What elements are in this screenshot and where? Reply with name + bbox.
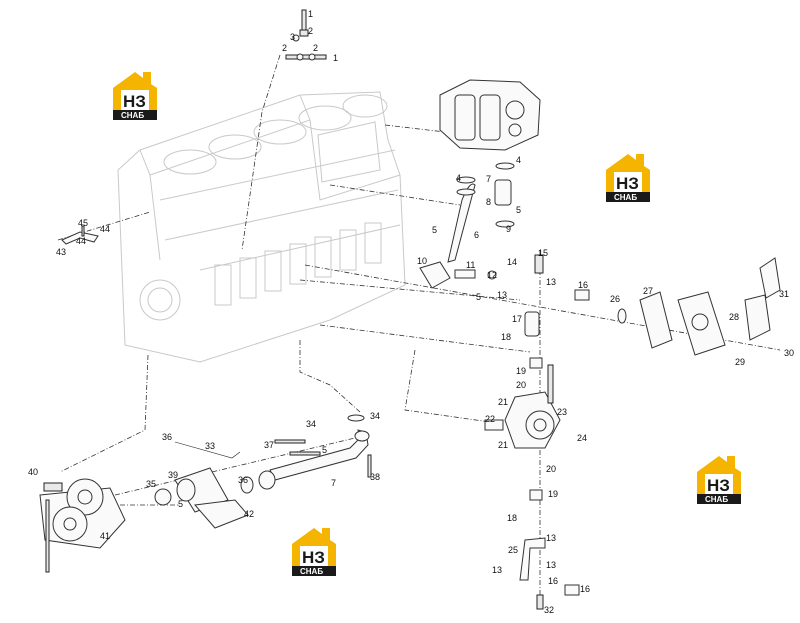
callout-labels: 1 2 3 2 2 1 4 7 4 8 5 5 6 9 45 44 44 43 …	[28, 9, 794, 615]
logo-caption: СНАБ	[705, 495, 728, 504]
flange-10	[419, 254, 590, 301]
callout: 16	[578, 280, 588, 290]
logo-left: НЗ СНАБ	[113, 72, 157, 120]
callout: 34	[306, 419, 316, 429]
oil-pump	[484, 311, 580, 610]
callout: 13	[546, 533, 556, 543]
logo-caption: СНАБ	[300, 567, 323, 576]
callout: 30	[784, 348, 794, 358]
callout: 2	[282, 43, 287, 53]
logo-bottom-right: НЗ СНАБ	[697, 456, 741, 504]
callout: 13	[492, 565, 502, 575]
callout: 24	[577, 433, 587, 443]
callout: 14	[507, 257, 517, 267]
callout: 35	[146, 479, 156, 489]
logo-mark: НЗ	[302, 548, 325, 567]
logo-top-right: НЗ СНАБ	[606, 154, 650, 202]
callout: 28	[729, 312, 739, 322]
callout: 7	[331, 478, 336, 488]
callout: 31	[779, 289, 789, 299]
callout: 42	[244, 509, 254, 519]
callout: 9	[506, 224, 511, 234]
callout: 18	[501, 332, 511, 342]
callout: 5	[432, 225, 437, 235]
callout: 13	[546, 277, 556, 287]
top-bolt-assembly	[285, 9, 327, 61]
assembly-lines	[57, 54, 781, 610]
callout: 11	[466, 260, 475, 270]
callout: 38	[370, 472, 380, 482]
logo-bottom-center: НЗ СНАБ	[292, 528, 336, 576]
callout: 27	[643, 286, 653, 296]
callout: 5	[322, 445, 327, 455]
callout: 29	[735, 357, 745, 367]
engine-block	[117, 91, 406, 363]
callout: 1	[308, 9, 313, 19]
oil-tube-6	[447, 162, 515, 263]
callout: 44	[76, 236, 86, 246]
callout: 34	[370, 411, 380, 421]
callout: 37	[264, 440, 274, 450]
logo-mark: НЗ	[707, 476, 730, 495]
callout: 6	[474, 230, 479, 240]
logo-caption: СНАБ	[121, 111, 144, 120]
callout: 36	[162, 432, 172, 442]
suction-pipe	[269, 414, 372, 481]
callout: 5	[516, 205, 521, 215]
strainer	[154, 441, 276, 529]
callout: 5	[178, 499, 183, 509]
callout: 44	[100, 224, 110, 234]
callout: 15	[538, 248, 548, 258]
callout: 4	[456, 173, 461, 183]
callout: 32	[544, 605, 554, 615]
callout: 13	[497, 290, 507, 300]
callout: 2	[308, 26, 313, 36]
callout: 16	[548, 576, 558, 586]
callout: 19	[548, 489, 558, 499]
callout: 33	[205, 441, 215, 451]
callout: 20	[516, 380, 526, 390]
callout: 8	[486, 197, 491, 207]
callout: 13	[546, 560, 556, 570]
callout: 7	[486, 174, 491, 184]
callout: 21	[498, 397, 508, 407]
callout: 3	[290, 32, 295, 42]
gear-pump	[39, 478, 126, 573]
callout: 21	[498, 440, 508, 450]
callout: 36	[238, 475, 248, 485]
logo-mark: НЗ	[123, 92, 146, 111]
callout: 41	[100, 531, 110, 541]
callout: 40	[28, 467, 38, 477]
callout: 19	[516, 366, 526, 376]
bracket-43-45	[61, 225, 99, 245]
callout: 16	[580, 584, 590, 594]
callout: 1	[333, 53, 338, 63]
callout: 23	[557, 407, 567, 417]
callout: 25	[508, 545, 518, 555]
callout: 22	[485, 414, 495, 424]
callout: 2	[313, 43, 318, 53]
callout: 26	[610, 294, 620, 304]
logo-caption: СНАБ	[614, 193, 637, 202]
callout: 39	[168, 470, 178, 480]
callout: 17	[512, 314, 522, 324]
callout: 5	[476, 292, 481, 302]
callout: 12	[487, 270, 497, 280]
callout: 4	[516, 155, 521, 165]
callout: 43	[56, 247, 66, 257]
cover-plate-group	[617, 257, 781, 356]
callout: 45	[78, 218, 88, 228]
logo-mark: НЗ	[616, 174, 639, 193]
filter-head	[439, 79, 541, 151]
callout: 20	[546, 464, 556, 474]
callout: 18	[507, 513, 517, 523]
callout: 10	[417, 256, 427, 266]
